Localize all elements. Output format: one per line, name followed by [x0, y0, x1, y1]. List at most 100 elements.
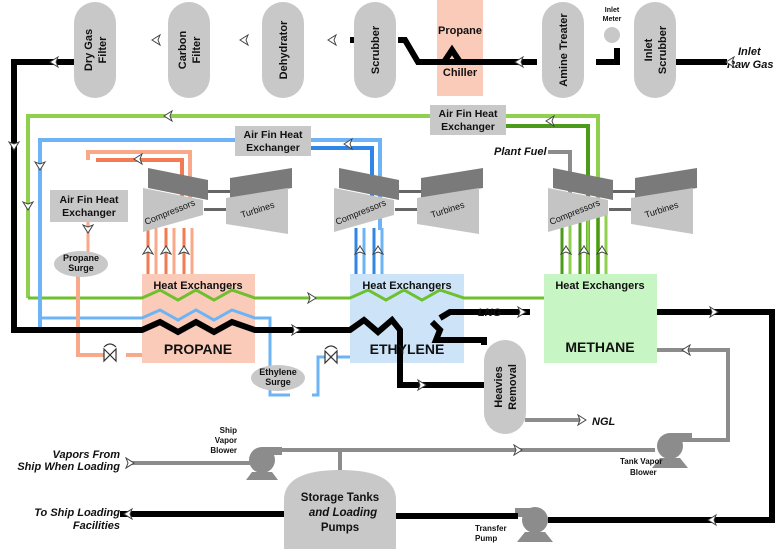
ship-vapor-blower-icon: [246, 447, 282, 480]
ethylene-surge-label: Ethylene: [259, 367, 297, 377]
flow-arrow-up-icon: [559, 245, 573, 256]
storage-tanks-label: Storage Tanks: [301, 492, 379, 504]
storage-tanks: Storage Tanks and Loading Pumps: [284, 470, 396, 549]
scrubber-label: Scrubber: [370, 25, 382, 74]
to-ship-loading-label-2: Facilities: [73, 520, 120, 532]
air-fin-heat-exchanger-propane: Air Fin Heat Exchanger: [50, 190, 128, 222]
dry-gas-filter-label: Dry Gas: [83, 29, 95, 71]
inlet-scrubber-label: Inlet: [643, 38, 655, 61]
vapors-from-ship-label: Vapors From: [53, 449, 121, 461]
amine-treater: Amine Treater: [542, 2, 584, 98]
ethylene-hx-label: Heat Exchangers: [362, 280, 451, 292]
flow-arrow-left-icon: [343, 137, 354, 151]
propane-chiller-box: [437, 0, 483, 96]
flow-arrows: [7, 33, 736, 527]
propane-chiller-label-2: Chiller: [443, 67, 478, 79]
flow-arrow-up-icon: [577, 245, 591, 256]
flow-arrow-right-icon: [416, 378, 427, 392]
expansion-valve-icon: [103, 343, 117, 363]
flow-arrow-left-icon: [123, 507, 134, 521]
flow-arrow-up-icon: [371, 245, 385, 256]
flow-arrow-right-icon: [708, 305, 719, 319]
methane-cycle-label: METHANE: [565, 339, 634, 355]
carbon-filter-label-2: Filter: [191, 36, 203, 64]
air-fin-label: Air Fin Heat: [244, 129, 303, 141]
inlet-raw-gas-label-2: Raw Gas: [727, 59, 773, 71]
propane-hx-label: Heat Exchangers: [153, 280, 242, 292]
flow-arrow-left-icon: [681, 343, 692, 357]
inlet-scrubber: Inlet Scrubber: [634, 2, 676, 98]
transfer-pump-label: Transfer: [475, 524, 507, 533]
carbon-filter-label: Carbon: [177, 30, 189, 69]
tank-vapor-blower-icon: [652, 433, 692, 468]
inlet-raw-gas-label: Inlet: [738, 46, 762, 58]
flow-arrow-down-icon: [7, 140, 21, 151]
tank-vapor-blower-label-2: Blower: [630, 468, 657, 477]
flow-arrow-left-icon: [163, 109, 174, 123]
flow-arrow-right-icon: [306, 291, 317, 305]
vapor-lines: [130, 150, 730, 470]
tank-vapor-blower-label: Tank Vapor: [620, 457, 663, 466]
flow-arrow-down-icon: [21, 200, 35, 211]
ngl-label: NGL: [592, 416, 616, 428]
flow-arrow-up-icon: [141, 245, 155, 256]
propane-chiller-label: Propane: [438, 25, 482, 37]
ethylene-surge: Ethylene Surge: [251, 365, 305, 391]
ethylene-compressor-turbine: Compressors Turbines: [334, 168, 483, 234]
flow-arrow-left-icon: [49, 55, 60, 69]
storage-tanks-label-3: Pumps: [321, 522, 359, 534]
flow-arrow-left-icon: [327, 33, 338, 47]
ship-vapor-blower-label: Ship: [220, 426, 237, 435]
ethylene-hx-box: [350, 274, 464, 363]
air-fin-label-2: Exchanger: [441, 121, 495, 133]
methane-hx-box: [544, 274, 657, 363]
ship-vapor-blower-label-2: Vapor: [215, 436, 237, 445]
dry-gas-filter: Dry Gas Filter: [74, 2, 116, 98]
flow-arrow-up-icon: [159, 245, 173, 256]
air-fin-label-2: Exchanger: [62, 207, 116, 219]
ethylene-surge-label-2: Surge: [265, 377, 291, 387]
flow-arrow-right-icon: [512, 443, 523, 457]
transfer-pump-label-2: Pump: [475, 534, 497, 543]
scrubber: Scrubber: [354, 2, 396, 98]
flow-arrow-left-icon: [707, 513, 718, 527]
dry-gas-filter-label-2: Filter: [97, 36, 109, 64]
dehydrator: Dehydrator: [262, 2, 304, 98]
flow-arrow-left-icon: [514, 55, 525, 69]
inlet-meter: Inlet Meter: [603, 7, 622, 43]
amine-treater-label: Amine Treater: [558, 13, 570, 87]
heavies-removal: Heavies Removal: [484, 340, 526, 434]
transfer-pump-icon: [515, 507, 553, 542]
flow-arrow-up-icon: [177, 245, 191, 256]
air-fin-label: Air Fin Heat: [60, 194, 119, 206]
storage-tanks-label-2: and Loading: [309, 507, 377, 519]
methane-compressor-turbine: Compressors Turbines: [548, 168, 697, 234]
air-fin-label-2: Exchanger: [246, 142, 300, 154]
carbon-filter: Carbon Filter: [168, 2, 210, 98]
flow-arrow-right-icon: [576, 413, 587, 427]
flow-arrow-right-icon: [290, 323, 301, 337]
heavies-removal-label: Heavies: [493, 366, 505, 408]
propane-cycle-label: PROPANE: [164, 341, 232, 357]
dehydrator-label: Dehydrator: [278, 20, 290, 79]
propane-surge: Propane Surge: [54, 251, 108, 277]
ethylene-cycle-label: ETHYLENE: [370, 341, 445, 357]
lng-label: LNG: [478, 307, 502, 319]
flow-arrow-right-icon: [516, 305, 527, 319]
methane-hx-label: Heat Exchangers: [555, 280, 644, 292]
inlet-meter-label: Inlet: [605, 7, 620, 14]
plant-fuel-label: Plant Fuel: [494, 146, 548, 158]
methane-refrigerant-loop: [26, 114, 608, 302]
propane-chiller: Propane Chiller: [438, 25, 482, 79]
flow-arrow-left-icon: [545, 114, 556, 128]
flow-arrow-left-icon: [151, 33, 162, 47]
expansion-valve-icon: [324, 345, 338, 365]
inlet-meter-label-2: Meter: [603, 16, 622, 23]
air-fin-heat-exchanger-methane: Air Fin Heat Exchanger: [430, 105, 506, 135]
air-fin-label: Air Fin Heat: [439, 108, 498, 120]
propane-surge-label: Propane: [63, 253, 99, 263]
flow-arrow-left-icon: [133, 152, 144, 166]
heavies-removal-label-2: Removal: [507, 364, 519, 410]
flow-arrow-down-icon: [81, 223, 95, 234]
